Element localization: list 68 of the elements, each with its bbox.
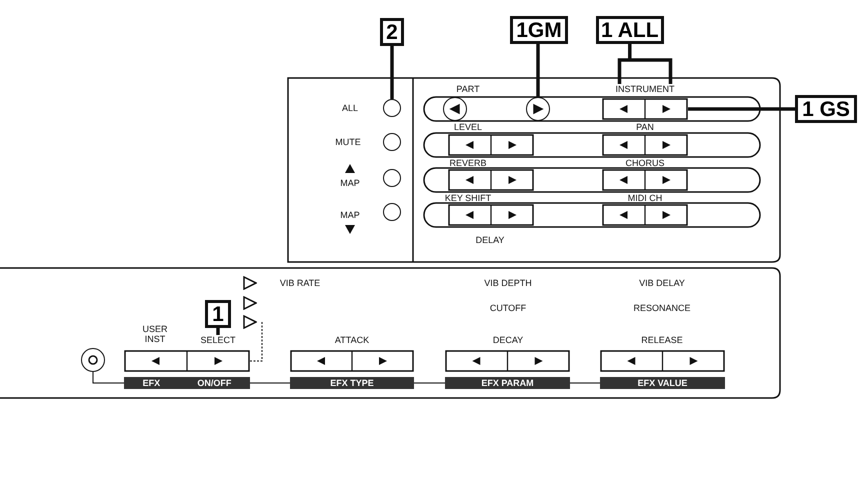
- panel-label: MUTE: [335, 137, 361, 147]
- function-bar: [600, 377, 725, 389]
- panel-label: VIB RATE: [280, 278, 320, 288]
- arrow-button-pair: [602, 204, 688, 226]
- panel-label: VIB DEPTH: [484, 278, 532, 288]
- function-bar: [124, 377, 250, 389]
- leader-line: [390, 46, 394, 99]
- function-label: EFX VALUE: [638, 377, 688, 389]
- panel-label: CHORUS: [626, 158, 664, 168]
- function-bar: [290, 377, 414, 389]
- leader-line: [688, 107, 795, 111]
- panel-label: RESONANCE: [634, 303, 690, 313]
- connector-line: [570, 382, 600, 384]
- panel-label: PART: [456, 84, 480, 94]
- panel-label: MAP: [340, 178, 360, 188]
- indicator-triangle: [243, 315, 257, 329]
- arrow-button-pair: [602, 169, 688, 191]
- panel-label: PAN: [636, 122, 654, 132]
- jack-socket: [81, 348, 105, 372]
- panel-label: VIB DELAY: [639, 278, 685, 288]
- arrow-button-pair: [445, 350, 570, 372]
- arrow-button-pair: [124, 350, 250, 372]
- arrow-button-pair: [600, 350, 725, 372]
- indicator-triangle: [243, 276, 257, 290]
- callout-number: 1 ALL: [596, 16, 664, 44]
- function-label: ON/OFF: [197, 377, 232, 389]
- arrow-button-pair: [448, 169, 534, 191]
- arrow-button-pair: [448, 134, 534, 156]
- connector-line: [414, 382, 446, 384]
- callout-number: 1GM: [510, 16, 568, 44]
- connector-line: [250, 322, 262, 362]
- panel-label: DECAY: [492, 335, 524, 345]
- leader-line: [618, 42, 672, 86]
- panel-label: REVERB: [450, 158, 486, 168]
- callout-number: 1: [205, 300, 231, 328]
- panel-label: ATTACK: [334, 335, 370, 345]
- indicator-triangle: [243, 296, 257, 310]
- function-bar: [445, 377, 570, 389]
- connector-line: [92, 372, 124, 384]
- panel-label: LEVEL: [454, 122, 482, 132]
- round-button: [383, 203, 401, 221]
- arrow-button-pair: [602, 134, 688, 156]
- panel-label: ALL: [342, 103, 358, 113]
- round-button: [383, 133, 401, 151]
- right-arrow-button: [526, 97, 550, 121]
- panel-label: MAP: [340, 210, 360, 220]
- panel-label: SELECT: [200, 335, 236, 345]
- left-arrow-button: [443, 97, 467, 121]
- function-label: EFX: [142, 377, 160, 389]
- leader-line: [536, 44, 540, 97]
- arrow-button-pair: [602, 98, 688, 120]
- panel-label: RELEASE: [641, 335, 683, 345]
- panel-label: KEY SHIFT: [444, 192, 492, 202]
- callout-number: 2: [380, 18, 404, 46]
- panel-label: USER INST: [141, 324, 168, 344]
- leader-line: [216, 328, 220, 335]
- arrow-button-pair: [448, 204, 534, 226]
- panel-label: MIDI CH: [628, 192, 662, 202]
- round-button: [383, 99, 401, 117]
- panel-label: CUTOFF: [490, 303, 526, 313]
- function-label: EFX TYPE: [330, 377, 374, 389]
- connector-line: [250, 382, 290, 384]
- round-button: [383, 169, 401, 187]
- panel-label: INSTRUMENT: [616, 84, 674, 94]
- function-label: EFX PARAM: [481, 377, 534, 389]
- arrow-button-pair: [290, 350, 414, 372]
- panel-label: DELAY: [476, 235, 504, 245]
- callout-number: 1 GS: [795, 95, 857, 123]
